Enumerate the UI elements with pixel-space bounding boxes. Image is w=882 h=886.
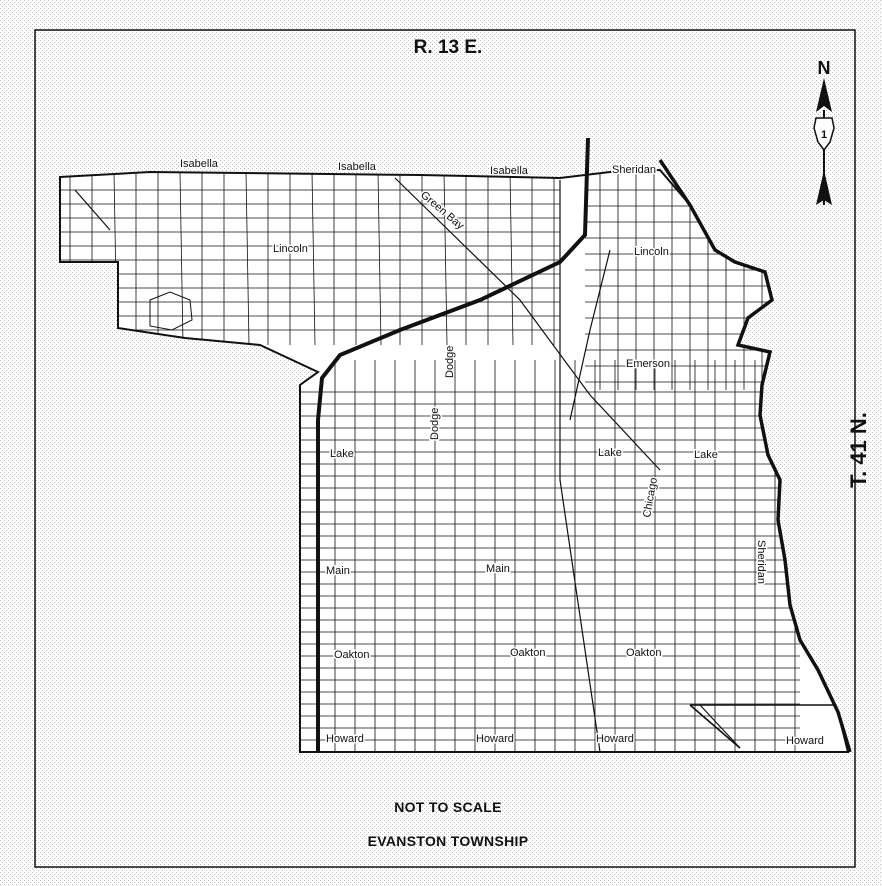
- lakeshore: [658, 159, 852, 753]
- north-label: N: [818, 58, 831, 78]
- street-label-howard: Howard: [596, 733, 634, 745]
- street-label-isabella: Isabella: [180, 158, 219, 170]
- street-label-lake: Lake: [330, 448, 354, 460]
- township-area: [60, 170, 848, 752]
- street-grid: [60, 171, 800, 752]
- svg-text:1: 1: [821, 129, 827, 141]
- street-label-oakton: Oakton: [510, 647, 545, 659]
- southeast-parcel: [689, 704, 835, 749]
- street-label-howard: Howard: [326, 733, 364, 745]
- street-label-sheridan: Sheridan: [755, 540, 767, 584]
- street-label-lake: Lake: [694, 449, 718, 461]
- scale-note: NOT TO SCALE: [394, 799, 502, 815]
- street-label-lincoln: Lincoln: [273, 243, 308, 255]
- arterial-streets: [74, 177, 741, 752]
- street-label-main: Main: [326, 565, 350, 577]
- north-shore-channel: [316, 137, 590, 752]
- street-label-isabella: Isabella: [338, 161, 377, 173]
- park-outline: [149, 291, 193, 331]
- route-shield-icon: 1: [813, 117, 835, 152]
- map-caption: EVANSTON TOWNSHIP: [368, 833, 529, 849]
- range-label: R. 13 E.: [414, 37, 483, 58]
- township-label: T. 41 N.: [846, 412, 871, 488]
- map-border: [34, 29, 856, 868]
- west-diagonal: [74, 189, 111, 231]
- ridge-diagonal: [569, 249, 611, 421]
- green-bay-road: [394, 177, 661, 471]
- street-label-lake: Lake: [598, 447, 622, 459]
- southeast-diagonal: [699, 704, 741, 749]
- street-label-main: Main: [486, 563, 510, 575]
- street-label-oakton: Oakton: [626, 647, 661, 659]
- street-label-oakton: Oakton: [334, 649, 369, 661]
- street-label-dodge: Dodge: [429, 408, 441, 440]
- street-labels: Isabella Isabella Isabella Sheridan Gree…: [179, 157, 826, 749]
- street-label-emerson: Emerson: [626, 358, 670, 370]
- street-label-isabella: Isabella: [490, 165, 529, 177]
- street-label-dodge: Dodge: [444, 346, 456, 378]
- street-label-sheridan: Sheridan: [612, 164, 656, 176]
- street-label-howard: Howard: [786, 735, 824, 747]
- street-label-lincoln: Lincoln: [634, 246, 669, 258]
- ridge-avenue: [559, 180, 601, 752]
- street-label-howard: Howard: [476, 733, 514, 745]
